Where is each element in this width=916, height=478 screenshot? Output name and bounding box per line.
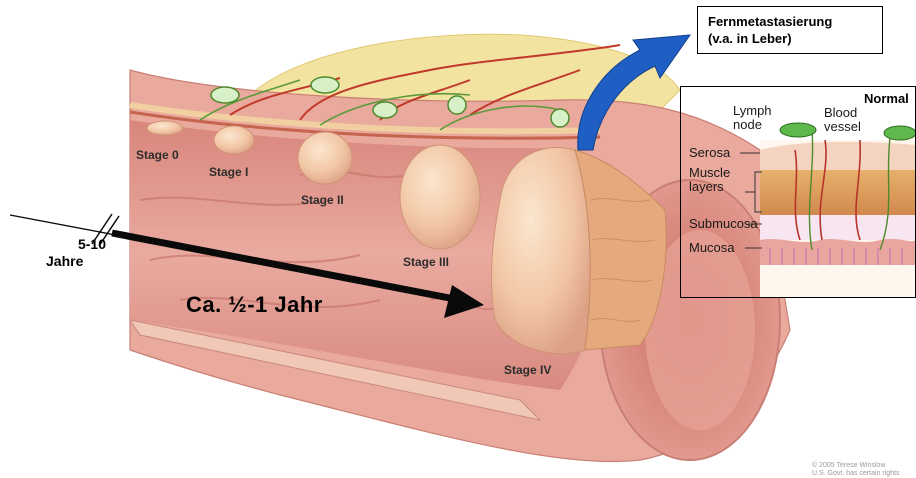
metastasis-callout-line2: (v.a. in Leber) bbox=[708, 30, 882, 47]
inset-serosa-label: Serosa bbox=[689, 146, 730, 160]
tumor-stage-3 bbox=[400, 145, 480, 249]
metastasis-callout: Fernmetastasierung (v.a. in Leber) bbox=[697, 6, 883, 54]
inset-muscle-label: Muscle layers bbox=[689, 166, 730, 194]
inset-title: Normal bbox=[864, 91, 909, 106]
stage-3-label: Stage III bbox=[403, 255, 449, 269]
tumor-stage-1 bbox=[214, 126, 254, 154]
inset-mucosa-label: Mucosa bbox=[689, 241, 735, 255]
stage-4-label: Stage IV bbox=[504, 363, 551, 377]
late-duration-label: Ca. ½-1 Jahr bbox=[186, 292, 323, 318]
inset-submucosa-label: Submucosa bbox=[689, 217, 758, 231]
inset-lymph-node-label: Lymph node bbox=[733, 104, 772, 132]
metastasis-callout-line1: Fernmetastasierung bbox=[708, 13, 882, 30]
stage-2-label: Stage II bbox=[301, 193, 344, 207]
stage-0-label: Stage 0 bbox=[136, 148, 179, 162]
copyright-notice: © 2005 Terese Winslow U.S. Govt. has cer… bbox=[812, 462, 900, 478]
inset-blood-vessel-label: Blood vessel bbox=[824, 106, 861, 134]
tumor-stage-0 bbox=[147, 121, 183, 135]
tumor-stage-2 bbox=[298, 132, 352, 184]
stage-1-label: Stage I bbox=[209, 165, 248, 179]
